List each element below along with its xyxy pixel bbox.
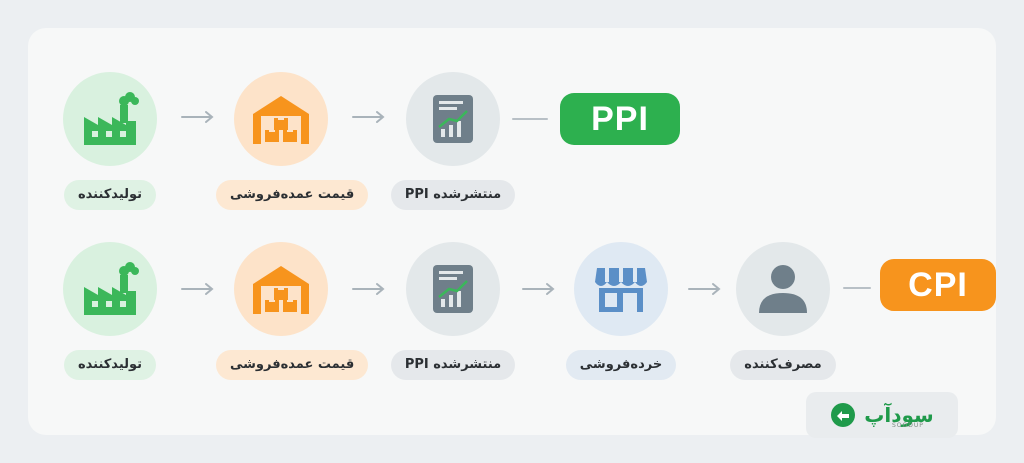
node-label: خرده‌فروشی (565, 350, 677, 380)
logo-text: سودآپ (864, 403, 934, 427)
report-chart-icon (406, 242, 500, 336)
warehouse-icon (234, 72, 328, 166)
node-consumer: مصرف‌کننده (718, 242, 848, 380)
connector-line (843, 287, 871, 289)
badge-label: PPI (591, 99, 649, 138)
factory-icon (63, 72, 157, 166)
node-label: تولیدکننده (63, 350, 157, 380)
node-producer-row2: تولیدکننده (45, 242, 175, 380)
node-label: تولیدکننده (63, 180, 157, 210)
arrow-right-icon (688, 283, 721, 295)
ppi-badge: PPI (560, 93, 680, 145)
node-ppi-published-row1: PPI منتشرشده (388, 72, 518, 210)
brand-logo: سودآپ SOODUP (806, 392, 958, 438)
badge-label: CPI (908, 265, 968, 304)
node-label: مصرف‌کننده (730, 350, 836, 380)
report-chart-icon (406, 72, 500, 166)
arrow-right-icon (181, 283, 214, 295)
node-label: PPI منتشرشده (390, 350, 516, 380)
arrow-right-icon (352, 111, 385, 123)
arrow-right-icon (522, 283, 555, 295)
arrow-right-icon (181, 111, 214, 123)
warehouse-icon (234, 242, 328, 336)
logo-mark-icon (831, 403, 856, 427)
node-label: PPI منتشرشده (390, 180, 516, 210)
node-ppi-published-row2: PPI منتشرشده (388, 242, 518, 380)
connector-line (512, 118, 548, 120)
node-label: قیمت عمده‌فروشی (216, 350, 369, 380)
storefront-icon (574, 242, 668, 336)
logo-subtext: SOODUP (892, 422, 924, 429)
factory-icon (63, 242, 157, 336)
node-retail: خرده‌فروشی (556, 242, 686, 380)
arrow-right-icon (352, 283, 385, 295)
person-icon (736, 242, 830, 336)
cpi-badge: CPI (880, 259, 996, 311)
node-label: قیمت عمده‌فروشی (216, 180, 369, 210)
node-producer-row1: تولیدکننده (45, 72, 175, 210)
node-wholesale-row2: قیمت عمده‌فروشی (216, 242, 369, 380)
node-wholesale-row1: قیمت عمده‌فروشی (216, 72, 369, 210)
